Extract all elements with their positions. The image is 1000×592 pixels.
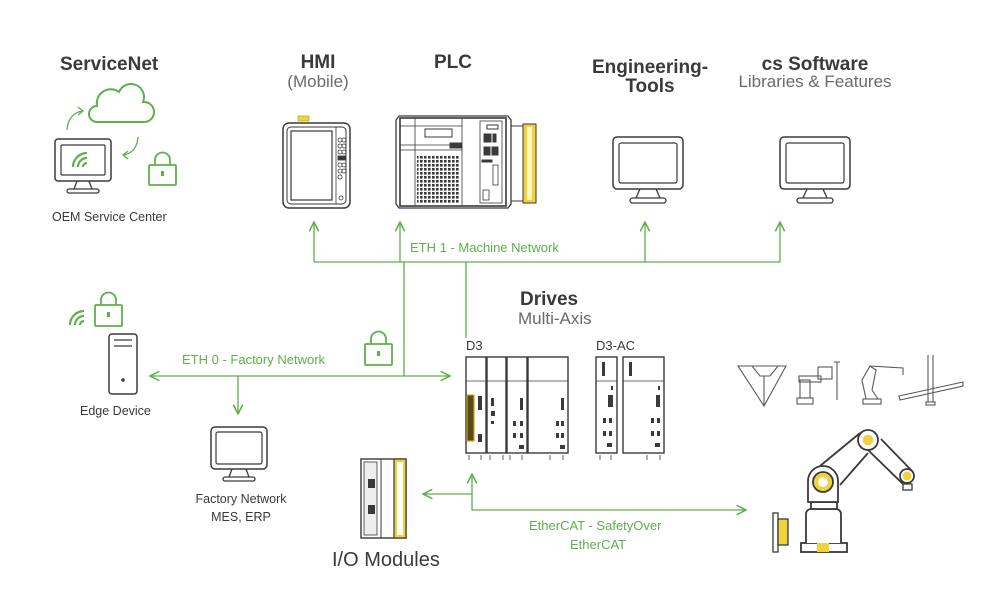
industrial-robot-arm-icon <box>772 429 915 553</box>
ethercat-lines <box>423 474 746 510</box>
plc-controller-icon <box>395 115 537 209</box>
eth1-network-lines <box>314 222 780 376</box>
robot-types-icon <box>736 355 964 408</box>
factory-lock-icon <box>364 330 393 366</box>
drive-d3ac-icon <box>595 356 665 460</box>
factory-monitor-icon <box>210 426 268 482</box>
cs-software-monitor-icon <box>779 136 851 204</box>
drives-subtitle: Multi-Axis <box>518 309 592 328</box>
gantry-robot-icon <box>898 355 964 406</box>
hmi-subtitle: (Mobile) <box>287 72 349 91</box>
eth0-label: ETH 0 - Factory Network <box>182 352 326 367</box>
engineering-title-2: Tools <box>625 76 675 97</box>
engineering-monitor-icon <box>612 136 684 204</box>
cs-software-subtitle: Libraries & Features <box>738 72 892 91</box>
servicenet-caption: OEM Service Center <box>52 210 167 224</box>
monitor-wifi-icon <box>54 138 112 194</box>
lock-icon <box>148 151 177 186</box>
sync-arrow-icon <box>66 106 139 160</box>
drives-d3-label: D3 <box>466 338 483 353</box>
io-modules-icon <box>360 458 407 539</box>
servicenet-title: ServiceNet <box>60 54 159 75</box>
drive-d3-icon <box>465 356 569 460</box>
drives-d3ac-label: D3-AC <box>596 338 636 353</box>
delta-robot-icon <box>736 365 787 408</box>
engineering-title-1: Engineering- <box>591 57 709 78</box>
io-modules-title: I/O Modules <box>332 549 440 571</box>
factory-caption-2: MES, ERP <box>211 510 271 524</box>
ethercat-to-robot <box>471 494 746 510</box>
edge-wifi-lock-icon <box>68 291 123 327</box>
scara-robot-icon <box>796 361 840 405</box>
eth0-network-lines <box>150 376 450 414</box>
eth1-label: ETH 1 - Machine Network <box>410 240 559 255</box>
drives-title: Drives <box>520 289 579 310</box>
factory-caption-1: Factory Network <box>195 492 287 506</box>
articulated-robot-icon <box>861 365 904 405</box>
cs-software-title: cs Software <box>761 54 869 75</box>
edge-caption: Edge Device <box>80 404 151 418</box>
edge-device-tower-icon <box>108 333 138 395</box>
ethercat-label-2: EtherCAT <box>570 537 627 552</box>
plc-title: PLC <box>434 52 472 73</box>
ethercat-label-1: EtherCAT - SafetyOver <box>529 518 662 533</box>
hmi-tablet-icon <box>282 115 351 209</box>
cloud-icon <box>88 83 155 123</box>
hmi-title: HMI <box>300 52 336 73</box>
